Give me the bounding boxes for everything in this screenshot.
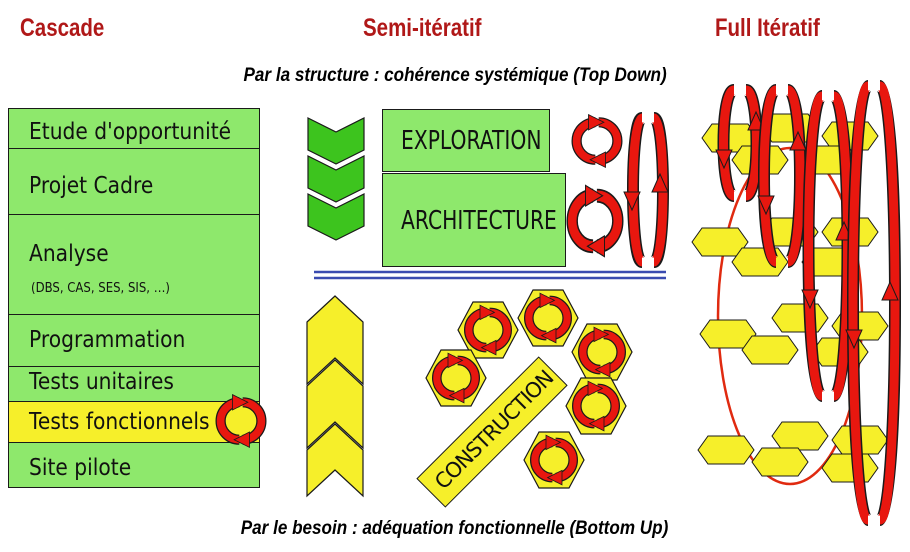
bottom-caption: Par le besoin : adéquation fonctionnelle… — [241, 518, 669, 539]
phase-programmation: Programmation — [8, 314, 260, 368]
divider — [314, 270, 666, 280]
phase-note: (DBS, CAS, SES, SIS, …) — [31, 281, 170, 296]
semi-tall-cycle-icon — [623, 112, 669, 268]
exploration-cycle-icon — [577, 115, 618, 168]
cascade-cycle-icon — [221, 395, 262, 448]
phase-site-pilote: Site pilote — [8, 442, 260, 488]
phase-etude-opportunite: Etude d'opportunité — [8, 108, 260, 150]
phase-label: Projet Cadre — [29, 173, 154, 199]
exploration-label: EXPLORATION — [401, 126, 542, 156]
phase-analyse: Analyse (DBS, CAS, SES, SIS, …) — [8, 214, 260, 316]
phase-tests-fonctionnels: Tests fonctionnels — [8, 401, 260, 444]
column-title-cascade: Cascade — [20, 14, 105, 42]
column-title-full-iteratif: Full Itératif — [715, 14, 820, 42]
phase-label: Tests fonctionnels — [29, 409, 210, 435]
full-iteratif-cycles — [715, 80, 901, 526]
phase-label: Programmation — [29, 327, 186, 353]
yellow-chevrons — [306, 295, 364, 498]
green-chevrons — [307, 117, 365, 241]
construction-banner — [416, 356, 568, 508]
phase-tests-unitaires: Tests unitaires — [8, 366, 260, 403]
phase-label: Etude d'opportunité — [29, 119, 232, 145]
phase-projet-cadre: Projet Cadre — [8, 148, 260, 216]
column-title-semi-iteratif: Semi-itératif — [363, 14, 482, 42]
phase-label: Site pilote — [29, 455, 132, 481]
architecture-box: ARCHITECTURE — [382, 173, 566, 267]
exploration-box: EXPLORATION — [382, 109, 550, 172]
phase-label: Tests unitaires — [29, 369, 174, 395]
architecture-label: ARCHITECTURE — [401, 206, 557, 236]
top-caption: Par la structure : cohérence systémique … — [243, 65, 667, 86]
phase-label: Analyse — [29, 241, 109, 267]
architecture-cycle-icon — [572, 185, 618, 256]
